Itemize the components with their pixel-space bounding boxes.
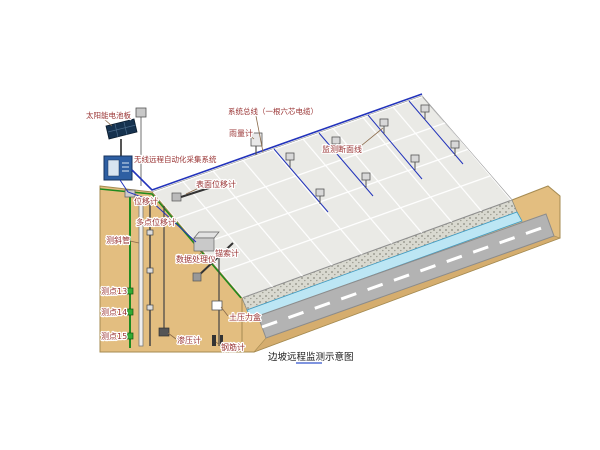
road-centerline — [261, 223, 551, 329]
branch-cable — [273, 148, 329, 213]
branch-cable — [318, 132, 374, 197]
leader-line — [215, 341, 222, 347]
label-rain-gauge: 雨量计 — [229, 128, 253, 138]
sensor-post — [420, 104, 430, 113]
label-data-processor: 数据处理仪 — [176, 254, 216, 264]
leader-line — [195, 250, 204, 259]
sensor-post — [379, 118, 389, 127]
label-measuring-point-14: 测点14 — [101, 308, 127, 317]
drainage-channel — [246, 211, 523, 320]
sensor-post — [331, 136, 341, 145]
leader-line — [332, 146, 337, 153]
surface-displacement-instrument — [171, 192, 182, 202]
borehole-instruments — [124, 186, 234, 348]
slope-grid — [152, 96, 512, 298]
slope-sensors — [250, 104, 460, 204]
solar-panel-shape — [105, 118, 138, 140]
power-and-logger — [103, 107, 147, 186]
anchor-head — [192, 272, 202, 282]
leader-line — [103, 118, 113, 127]
label-system-bus: 系统总线（一根六芯电缆） — [228, 106, 318, 116]
piezometer-sensor — [158, 327, 170, 337]
soil-cross-section — [99, 185, 243, 353]
inclinometer-tube-shape — [138, 199, 144, 347]
label-inclinometer-tube: 测斜管 — [106, 235, 130, 245]
branch-cable — [408, 100, 464, 165]
measuring-point-13-marker — [126, 287, 134, 295]
multipoint-anchor — [146, 267, 154, 274]
leader-line — [185, 187, 200, 195]
leader-line — [248, 134, 255, 140]
antenna-box — [135, 107, 147, 118]
sensor-post — [410, 154, 420, 163]
rebar-gauge-marker — [212, 335, 216, 346]
branch-cable — [367, 114, 423, 180]
bus-cable — [131, 93, 423, 191]
leader-line — [167, 332, 177, 340]
multipoint-anchor — [146, 304, 154, 311]
anchor-cable — [196, 242, 234, 278]
measuring-point-14-marker — [126, 308, 134, 316]
rebar-gauge-marker — [220, 335, 223, 346]
surface-displacement-bar — [180, 186, 213, 198]
earth-pressure-cell-shape — [211, 300, 223, 311]
logger-drop-cable — [119, 179, 197, 243]
label-displacement-gauge: 位移计 — [134, 196, 158, 206]
rain-gauge-shape — [250, 132, 263, 147]
label-solar-panel: 太阳能电池板 — [86, 110, 131, 120]
label-wireless-acquisition-system: 无线远程自动化采集系统 — [134, 154, 217, 164]
leader-line — [220, 306, 229, 317]
measuring-point-15-marker — [126, 332, 134, 340]
sensor-post — [450, 140, 460, 149]
sensor-post — [285, 152, 295, 161]
leader-lines — [103, 115, 384, 347]
label-piezometer: 渗压计 — [177, 335, 201, 345]
solar-panel-grid-lines — [107, 121, 137, 138]
sensor-post — [361, 172, 371, 181]
labels: 太阳能电池板 系统总线（一根六芯电缆） 雨量计 监测断面线 无线远程自动化采集系… — [85, 105, 364, 354]
cables — [119, 93, 464, 243]
label-anchor-cable-gauge: 锚索计 — [215, 248, 239, 258]
sensor-post — [315, 188, 325, 197]
label-earth-pressure-cell: 土压力盒 — [229, 312, 261, 322]
leader-line — [129, 240, 140, 244]
leader-line — [355, 127, 384, 151]
leader-line — [255, 115, 264, 153]
data-processor-box — [193, 237, 215, 252]
label-measuring-point-13: 测点13 — [101, 287, 127, 296]
label-measuring-point-15: 测点15 — [101, 332, 127, 341]
displacement-borehole-head — [124, 189, 136, 198]
multipoint-anchor — [146, 229, 154, 236]
label-multipoint-displacement-gauge: 多点位移计 — [136, 217, 176, 227]
label-monitoring-section-line: 监测断面线 — [322, 144, 362, 154]
acquisition-unit-panel — [107, 159, 120, 177]
acquisition-unit-detail — [122, 162, 129, 172]
label-rebar-gauge: 钢筋计 — [221, 342, 245, 352]
label-surface-displacement-gauge: 表面位移计 — [196, 179, 236, 189]
caption: 边坡远程监测示意图 — [268, 351, 354, 363]
